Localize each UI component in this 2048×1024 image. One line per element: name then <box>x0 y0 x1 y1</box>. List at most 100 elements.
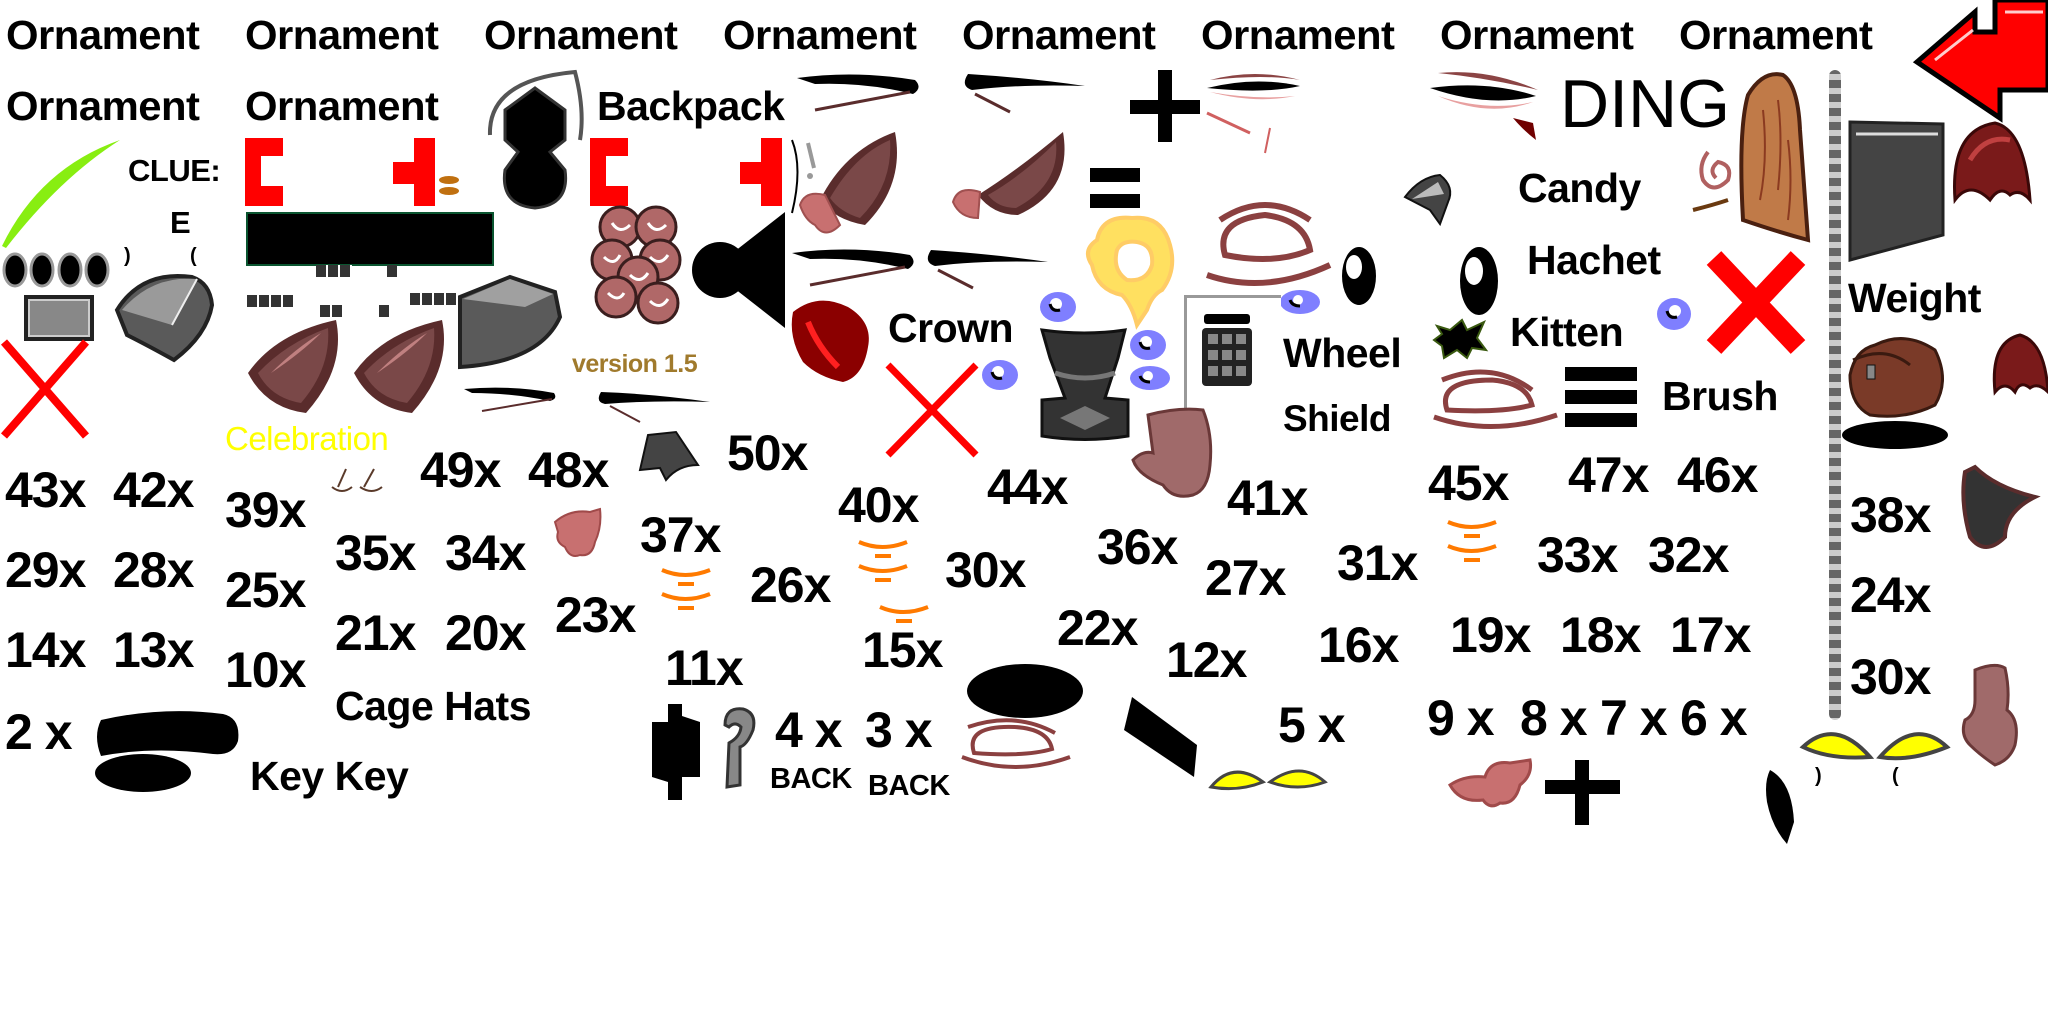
count-label: 42x <box>113 462 194 518</box>
dark-red-helmet-icon <box>1953 121 2032 205</box>
wooden-plank-icon <box>1739 72 1811 243</box>
count-label: 31x <box>1337 535 1418 591</box>
grey-helmet-right-icon <box>458 274 563 370</box>
count-label: 10x <box>225 642 306 698</box>
closed-eye-icon <box>1206 74 1300 154</box>
grey-blade-icon <box>1403 173 1452 227</box>
rings-icon <box>2 252 110 288</box>
version-label: version 1.5 <box>572 350 698 378</box>
red-x-icon <box>885 362 979 458</box>
eyelash-icon <box>464 387 556 412</box>
yellow-wig-icon <box>1086 215 1175 330</box>
blue-eye-icon <box>1130 330 1166 360</box>
three-bars-icon <box>1565 367 1637 427</box>
paren-right-icon: ( <box>190 245 197 267</box>
paren-left-icon: ) <box>1815 765 1822 787</box>
kitten-label: Kitten <box>1510 309 1624 355</box>
dark-red-helmet-icon <box>1992 333 2048 396</box>
count-label: 17x <box>1670 607 1751 663</box>
yellow-eye-icon <box>1208 769 1328 791</box>
count-label: 30x <box>1850 649 1931 705</box>
back-label: BACK <box>868 770 950 802</box>
hand-icon <box>1131 407 1213 498</box>
orange-lines-icon <box>879 605 929 623</box>
ornament-label: Ornament <box>6 12 200 58</box>
blue-eye-icon <box>1040 292 1076 322</box>
count-label: 4 x <box>775 702 843 758</box>
crown-label: Crown <box>888 305 1014 351</box>
shield-label: Shield <box>1283 398 1392 439</box>
blue-eye-icon <box>1280 290 1320 314</box>
back-label: BACK <box>770 763 852 795</box>
black-oval-icon <box>95 754 191 792</box>
count-label: 6 x <box>1680 690 1748 746</box>
count-label: 48x <box>528 442 609 498</box>
ornament-label: Ornament <box>962 12 1156 58</box>
plus-icon <box>1545 760 1620 825</box>
eyelash-icon <box>964 74 1085 114</box>
paren-left-icon: ) <box>124 245 131 267</box>
count-label: 14x <box>5 622 86 678</box>
dark-armor-icon <box>1039 328 1130 441</box>
count-label: 36x <box>1097 519 1178 575</box>
orange-lines-icon <box>1447 520 1497 562</box>
count-label: 28x <box>113 542 194 598</box>
eye-oval-icon <box>1342 247 1376 305</box>
count-label: 38x <box>1850 487 1931 543</box>
pixel-blocks <box>410 293 458 305</box>
yellow-eye-icon <box>1799 732 1951 761</box>
ornament-label: Ornament <box>723 12 917 58</box>
count-label: 26x <box>750 557 831 613</box>
back-arrow-icon <box>1912 0 2048 123</box>
wheel-label: Wheel <box>1283 330 1402 376</box>
count-label: 15x <box>862 622 943 678</box>
ornament-label: Ornament <box>1201 12 1395 58</box>
weight-label: Weight <box>1848 275 1981 321</box>
count-label: 35x <box>335 525 416 581</box>
horn-with-hand-icon <box>951 132 1065 220</box>
black-panel <box>246 212 494 266</box>
count-label: 43x <box>5 462 86 518</box>
pixel-blocks <box>320 305 342 317</box>
grey-box <box>24 295 94 341</box>
backpack-label: Backpack <box>597 83 785 129</box>
brown-horn-icon <box>248 320 338 413</box>
clue-label: CLUE: <box>128 153 221 188</box>
count-label: 12x <box>1166 632 1247 688</box>
count-label: 39x <box>225 482 306 538</box>
red-bracket-right-icon <box>740 138 782 206</box>
count-label: 11x <box>665 640 744 696</box>
horn-with-hand-icon <box>798 132 897 234</box>
closed-eye-icon <box>1430 72 1538 140</box>
blue-eye-icon <box>982 360 1018 390</box>
count-label: 9 x <box>1427 690 1495 746</box>
plus-icon <box>1130 70 1200 142</box>
count-label: 32x <box>1648 527 1729 583</box>
candy-label: Candy <box>1518 165 1641 211</box>
eyelash-icon <box>792 249 914 287</box>
pixel-blocks <box>379 305 389 317</box>
red-bracket-left-icon <box>245 138 283 206</box>
brown-horn-icon <box>354 320 444 413</box>
count-label: 25x <box>225 562 306 618</box>
grey-hook-icon <box>723 707 756 789</box>
ornament-label: Ornament <box>245 12 439 58</box>
clue-letter: E <box>170 205 191 240</box>
count-label: 49x <box>420 442 501 498</box>
peppermint-candy-pile-icon <box>590 205 682 325</box>
black-strap-icon <box>1124 697 1197 777</box>
ding-label: DING <box>1560 66 1730 142</box>
count-label: 33x <box>1537 527 1618 583</box>
count-label: 47x <box>1568 447 1649 503</box>
count-label: 40x <box>838 477 919 533</box>
boot-icon <box>638 430 700 482</box>
black-oval-icon <box>967 664 1083 718</box>
black-cap-icon <box>97 711 239 756</box>
count-label: 7 x <box>1600 690 1668 746</box>
eye-outline-icon <box>1433 369 1558 429</box>
count-label: 24x <box>1850 567 1931 623</box>
calculator-icon <box>1202 314 1252 386</box>
dark-screen-icon <box>1848 120 1945 262</box>
count-label: 41x <box>1227 470 1308 526</box>
count-label: 23x <box>555 587 636 643</box>
